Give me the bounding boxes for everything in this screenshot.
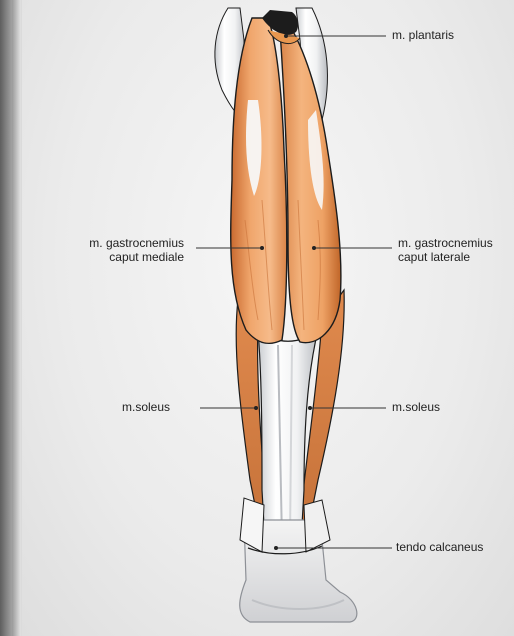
- label-soleus-left: m.soleus: [122, 400, 170, 414]
- label-tendo-calcaneus: tendo calcaneus: [396, 540, 483, 554]
- label-plantaris: m. plantaris: [392, 28, 454, 42]
- label-gastrocnemius-lateral-line1: m. gastrocnemius: [398, 236, 493, 250]
- label-gastrocnemius-medial-line2: caput mediale: [52, 250, 184, 264]
- gastrocnemius-medial-head-shape: [231, 18, 287, 343]
- label-gastrocnemius-lateral: m. gastrocnemius caput laterale: [398, 236, 493, 264]
- label-gastrocnemius-medial: m. gastrocnemius caput mediale: [52, 236, 184, 264]
- label-gastrocnemius-lateral-line2: caput laterale: [398, 250, 493, 264]
- label-soleus-right: m.soleus: [392, 400, 440, 414]
- label-gastrocnemius-medial-line1: m. gastrocnemius: [52, 236, 184, 250]
